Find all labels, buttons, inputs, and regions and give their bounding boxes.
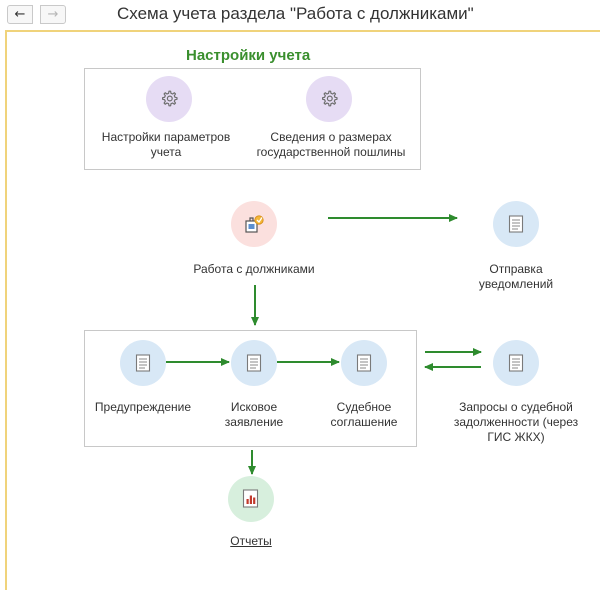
agreement-node[interactable] [341, 340, 387, 386]
requests-label[interactable]: Запросы о судебной задолженности (через … [453, 400, 579, 444]
requests-node[interactable] [493, 340, 539, 386]
document-icon [508, 215, 524, 233]
page-title: Схема учета раздела "Работа с должниками… [117, 4, 474, 23]
settings-group [84, 68, 421, 170]
state-duty-label[interactable]: Сведения о размерах государственной пошл… [256, 130, 406, 159]
notifications-node[interactable] [493, 201, 539, 247]
document-icon [508, 354, 524, 372]
settings-section-title: Настройки учета [186, 47, 311, 64]
agreement-label[interactable]: Судебное соглашение [330, 400, 398, 429]
debtor-workplace-icon [245, 215, 264, 233]
scheme-frame [5, 30, 600, 590]
report-icon [242, 489, 259, 508]
debtors-node[interactable] [231, 201, 277, 247]
arrow-left-icon: ← [14, 7, 26, 22]
arrow-right-icon: → [47, 7, 59, 22]
claim-label[interactable]: Исковое заявление [224, 400, 284, 429]
debtors-label[interactable]: Работа с должниками [193, 262, 315, 276]
gear-icon [322, 90, 338, 107]
notifications-label[interactable]: Отправка уведомлений [478, 262, 554, 291]
forward-button[interactable]: → [40, 5, 66, 24]
state-duty-node[interactable] [306, 76, 352, 122]
warning-node[interactable] [120, 340, 166, 386]
settings-parameters-label[interactable]: Настройки параметров учета [101, 130, 231, 159]
warning-label[interactable]: Предупреждение [94, 400, 192, 414]
document-icon [246, 354, 262, 372]
window-title-bar: ← → Схема учета раздела "Работа с должни… [0, 0, 600, 28]
gear-icon [162, 90, 178, 107]
claim-node[interactable] [231, 340, 277, 386]
reports-link[interactable]: Отчеты [230, 534, 272, 548]
document-icon [356, 354, 372, 372]
reports-node[interactable] [228, 476, 274, 522]
document-icon [135, 354, 151, 372]
settings-parameters-node[interactable] [146, 76, 192, 122]
back-button[interactable]: ← [7, 5, 33, 24]
process-group [84, 330, 417, 447]
